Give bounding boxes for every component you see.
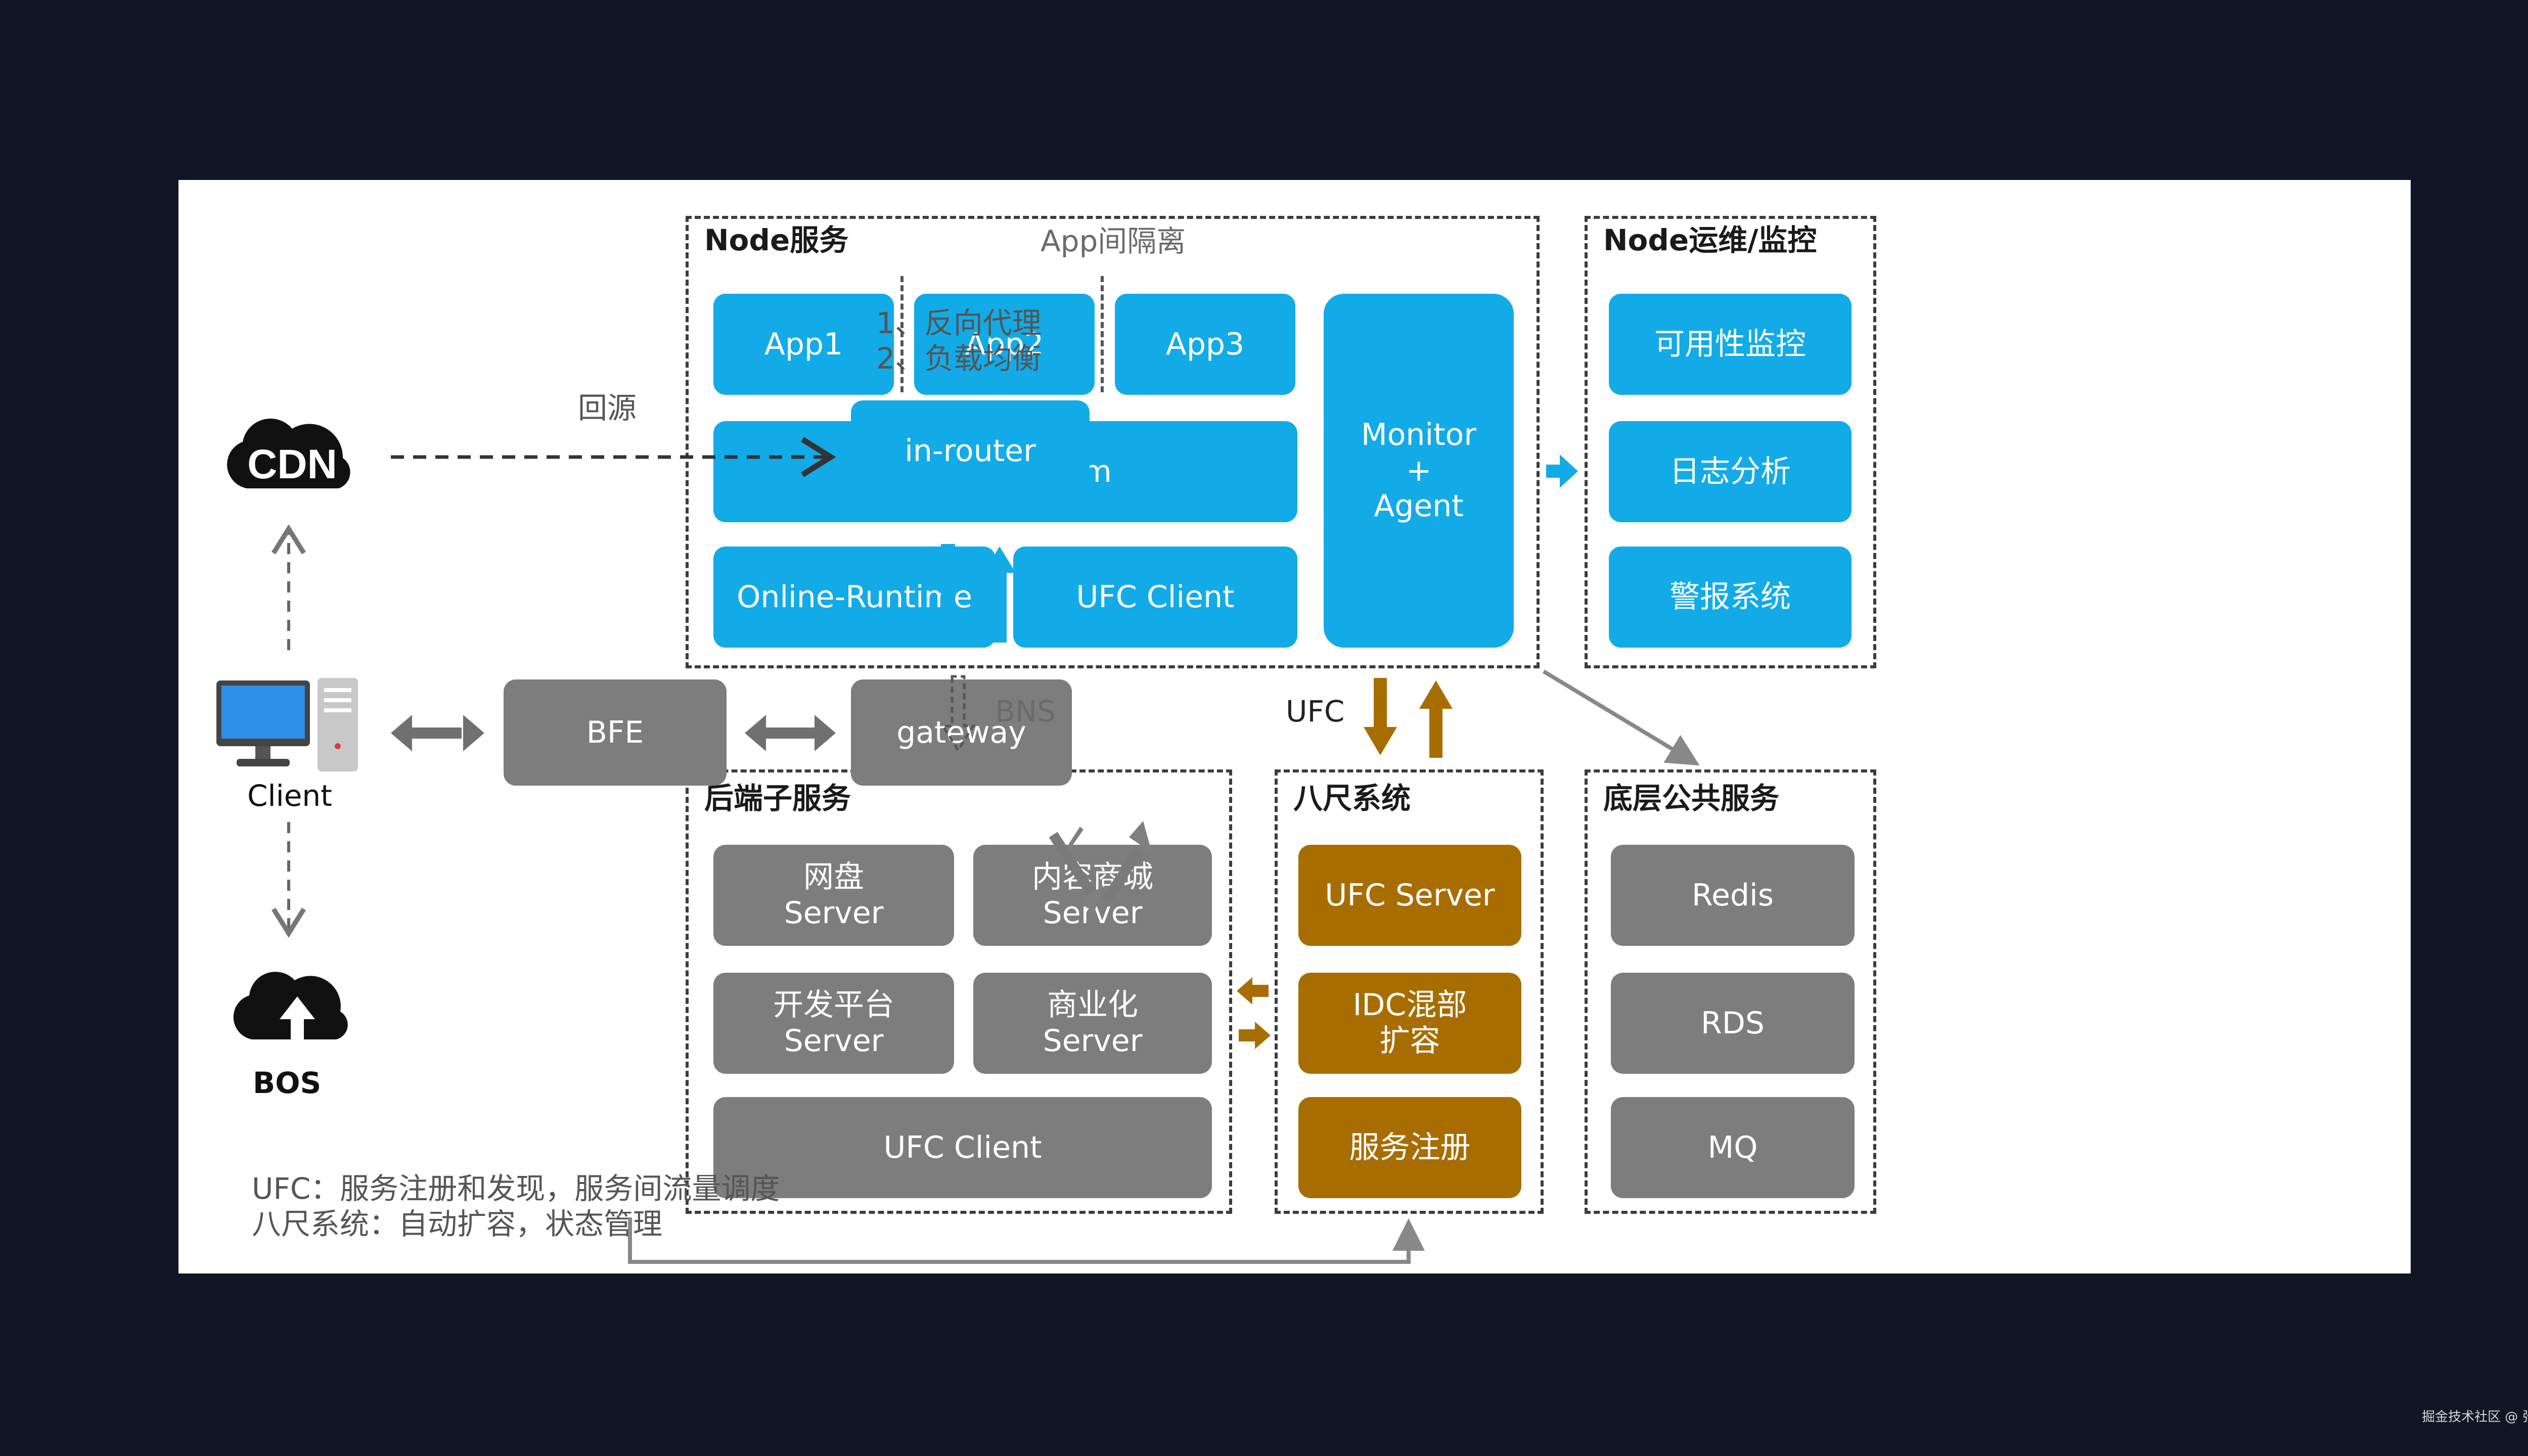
mq-box: MQ — [1611, 1097, 1855, 1198]
bns-arrow — [940, 675, 976, 753]
cdn-text: CDN — [247, 441, 337, 487]
redis-box: Redis — [1611, 845, 1855, 946]
huiyuan-label: 回源 — [578, 391, 637, 425]
bfe-gateway-double-arrow — [745, 715, 836, 751]
bos-label: BOS — [253, 1066, 322, 1100]
client-bfe-double-arrow — [391, 715, 484, 751]
wangpan-server-box: 网盘 Server — [713, 845, 954, 946]
backend-ufc-client-box: UFC Client — [713, 1097, 1212, 1198]
node-service-title: Node服务 — [704, 223, 849, 257]
node-to-base-arrow — [1542, 669, 1700, 766]
node-ufc-client-box: UFC Client — [1013, 547, 1297, 648]
ufc-label: UFC — [1286, 694, 1345, 729]
node-service-region — [686, 216, 1540, 668]
idc-scaling-box: IDC混部 扩容 — [1298, 973, 1521, 1074]
note-bachi: 八尺系统：自动扩容，状态管理 — [252, 1207, 663, 1241]
client-label: Client — [247, 779, 332, 813]
alarm-system-box: 警报系统 — [1609, 547, 1852, 648]
router-gateway-arrows — [932, 544, 1016, 643]
ufc-server-box: UFC Server — [1298, 845, 1521, 946]
cdn-cloud-icon: CDN — [227, 418, 350, 488]
bns-label: BNS — [995, 694, 1056, 729]
router-node-arrows — [1118, 430, 1156, 499]
ufc-arrows — [1364, 678, 1453, 758]
log-analysis-box: 日志分析 — [1609, 421, 1852, 522]
dev-platform-server-box: 开发平台 Server — [713, 973, 954, 1074]
content-mall-server-box: 内容商城 Server — [973, 845, 1212, 946]
availability-monitor-box: 可用性监控 — [1609, 294, 1852, 395]
monitor-agent-box: Monitor + Agent — [1324, 294, 1514, 648]
node-ops-region — [1585, 216, 1876, 668]
commercial-server-box: 商业化 Server — [973, 973, 1212, 1074]
bos-upload-cloud-icon — [233, 972, 348, 1052]
backend-to-base-connector — [628, 1217, 1425, 1264]
app-isolation-label: App间隔离 — [1041, 224, 1186, 258]
connector-overlay — [271, 430, 1700, 1264]
base-region — [1585, 769, 1876, 1214]
note-ufc: UFC：服务注册和发现，服务间流量调度 — [252, 1171, 780, 1206]
client-computer-icon — [216, 678, 358, 771]
rds-box: RDS — [1611, 973, 1855, 1074]
monitor-to-ops-arrow — [1546, 454, 1578, 488]
bachi-region — [1275, 769, 1544, 1214]
app1-box: App1 — [713, 294, 894, 395]
bfe-box: BFE — [504, 679, 727, 786]
service-registry-box: 服务注册 — [1298, 1097, 1521, 1198]
app3-box: App3 — [1115, 294, 1295, 395]
backend-bachi-arrows — [1237, 977, 1271, 1049]
backend-title: 后端子服务 — [704, 781, 851, 815]
gateway-box: gateway — [851, 679, 1072, 786]
in-router-box: in-router — [851, 400, 1090, 502]
bachi-title: 八尺系统 — [1293, 781, 1411, 815]
base-title: 底层公共服务 — [1603, 781, 1780, 815]
app-isolation-separator — [900, 276, 904, 392]
node-ops-title: Node运维/监控 — [1603, 223, 1817, 257]
watermark: 掘金技术社区 @ 张亚涛 — [2422, 1409, 2528, 1425]
gateway-backend-arrows — [1049, 821, 1152, 914]
architecture-slide: Node服务 App间隔离 Node运维/监控 后端子服务 八尺系统 底层公共服… — [178, 180, 2411, 1273]
app2-box: App2 — [914, 294, 1095, 395]
router-note-line1: 1、反向代理 — [876, 306, 1042, 340]
app-isolation-separator — [1101, 276, 1104, 392]
router-note-line2: 2、负载均衡 — [876, 341, 1042, 376]
